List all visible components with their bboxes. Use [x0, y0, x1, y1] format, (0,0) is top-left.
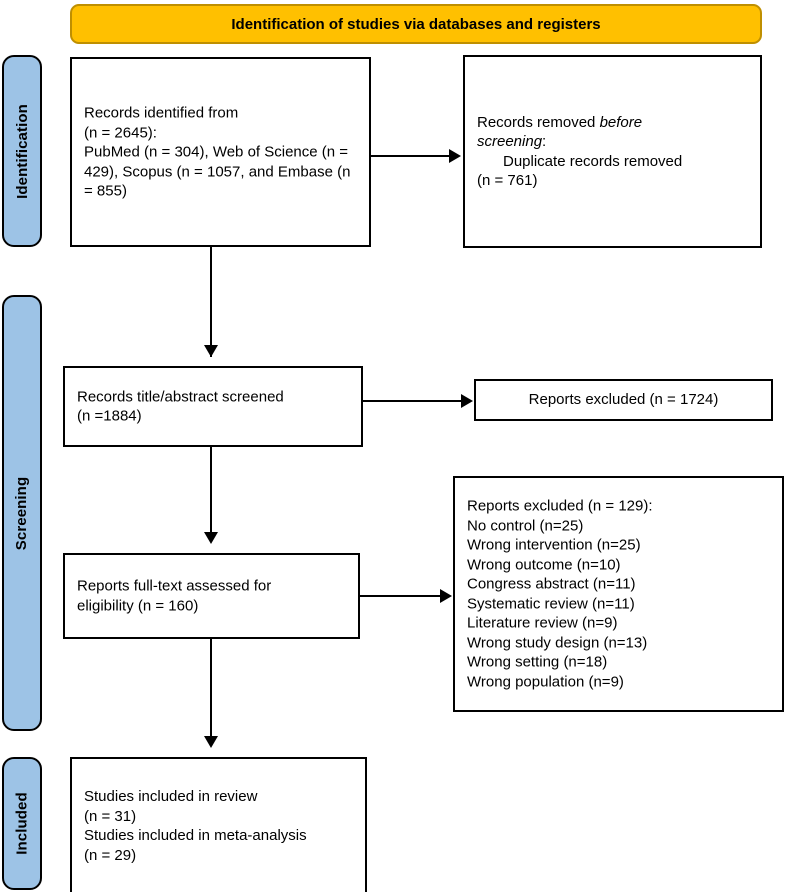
- records-identified-line2: (n = 2645):: [84, 123, 157, 141]
- phase-label-identification: Identification: [13, 103, 31, 199]
- phase-label-included: Included: [13, 792, 31, 855]
- exclusion-reason-item: Wrong intervention (n=25): [467, 536, 641, 554]
- studies-included-line4: (n = 29): [84, 846, 137, 864]
- studies-included-box: Studies included in review (n = 31) Studie…: [70, 757, 367, 892]
- records-screened-line2: (n =1884): [77, 407, 142, 425]
- reports-excluded-screening-text: Reports excluded (n = 1724): [528, 391, 719, 409]
- phase-bar-identification: Identification: [2, 55, 42, 247]
- reports-excluded-detail-heading: Reports excluded (n = 129):: [467, 497, 653, 515]
- records-screened-line1: Records title/abstract screened: [77, 388, 284, 405]
- studies-included-line1: Studies included in review: [84, 788, 258, 805]
- records-removed-line1-emphasis: before: [599, 113, 643, 131]
- phase-bar-included: Included: [2, 757, 42, 890]
- connector-fulltext-to-included: [210, 639, 212, 744]
- records-identified-box: Records identified from(n = 2645): PubMed…: [70, 57, 371, 247]
- arrowhead-screened-to-fulltext: [204, 532, 218, 544]
- records-identified-line3: PubMed (n = 304), Web of Science (n = 42…: [84, 143, 355, 200]
- exclusion-reason-item: Wrong outcome (n=10): [467, 556, 621, 573]
- arrowhead-fulltext-to-included: [204, 736, 218, 748]
- studies-included-line2: (n = 31): [84, 807, 137, 825]
- banner-title: Identification of studies via databases …: [231, 15, 601, 33]
- reports-excluded-detail-text: Reports excluded (n = 129): No control (n…: [467, 497, 776, 692]
- connector-identified-to-screened: [210, 247, 212, 357]
- connector-screened-to-excluded: [363, 400, 463, 402]
- exclusion-reason-item: Congress abstract (n=11): [467, 575, 636, 593]
- records-identified-line1: Records identified from: [84, 104, 239, 122]
- exclusion-reason-item: Wrong population (n=9): [467, 673, 624, 690]
- connector-identified-to-removed: [371, 155, 451, 157]
- exclusion-reason-item: No control (n=25): [467, 517, 584, 534]
- phase-label-screening: Screening: [13, 476, 31, 550]
- records-removed-line4: (n = 761): [477, 172, 538, 189]
- studies-included-line3: Studies included in meta-analysis: [84, 827, 307, 844]
- fulltext-assessed-line1: Reports full-text assessed for: [77, 577, 272, 595]
- records-screened-text: Records title/abstract screened (n =1884): [77, 387, 355, 426]
- records-removed-line2-emphasis: screening: [477, 133, 543, 150]
- fulltext-assessed-box: Reports full-text assessed for eligibilit…: [63, 553, 360, 639]
- records-removed-line3: Duplicate records removed: [503, 152, 683, 170]
- fulltext-assessed-text: Reports full-text assessed for eligibilit…: [77, 577, 352, 616]
- connector-fulltext-to-excluded-detail: [360, 595, 442, 597]
- arrowhead-identified-to-screened: [204, 345, 218, 357]
- records-removed-text: Records removed before screening: Duplicat…: [477, 113, 754, 191]
- phase-bar-screening: Screening: [2, 295, 42, 731]
- arrowhead-screened-to-excluded: [461, 394, 473, 408]
- reports-excluded-detail-box: Reports excluded (n = 129): No control (n…: [453, 476, 784, 712]
- records-identified-text: Records identified from(n = 2645): PubMed…: [84, 103, 363, 201]
- arrowhead-fulltext-to-excluded-detail: [440, 589, 452, 603]
- records-screened-box: Records title/abstract screened (n =1884): [63, 366, 363, 447]
- exclusion-reason-item: Systematic review (n=11): [467, 595, 635, 612]
- banner-identification-databases: Identification of studies via databases …: [70, 4, 762, 44]
- fulltext-assessed-line2: eligibility (n = 160): [77, 597, 199, 614]
- records-removed-box: Records removed before screening: Duplicat…: [463, 55, 762, 248]
- exclusion-reason-item: Wrong study design (n=13): [467, 634, 648, 651]
- arrowhead-identified-to-removed: [449, 149, 461, 163]
- exclusion-reason-item: Literature review (n=9): [467, 614, 618, 632]
- records-removed-line1-prefix: Records removed: [477, 113, 600, 131]
- studies-included-text: Studies included in review (n = 31) Studie…: [84, 787, 359, 865]
- connector-screened-to-fulltext: [210, 447, 212, 542]
- reports-excluded-screening-box: Reports excluded (n = 1724): [474, 379, 773, 421]
- exclusion-reason-item: Wrong setting (n=18): [467, 653, 608, 671]
- records-removed-line2-colon: :: [542, 133, 547, 150]
